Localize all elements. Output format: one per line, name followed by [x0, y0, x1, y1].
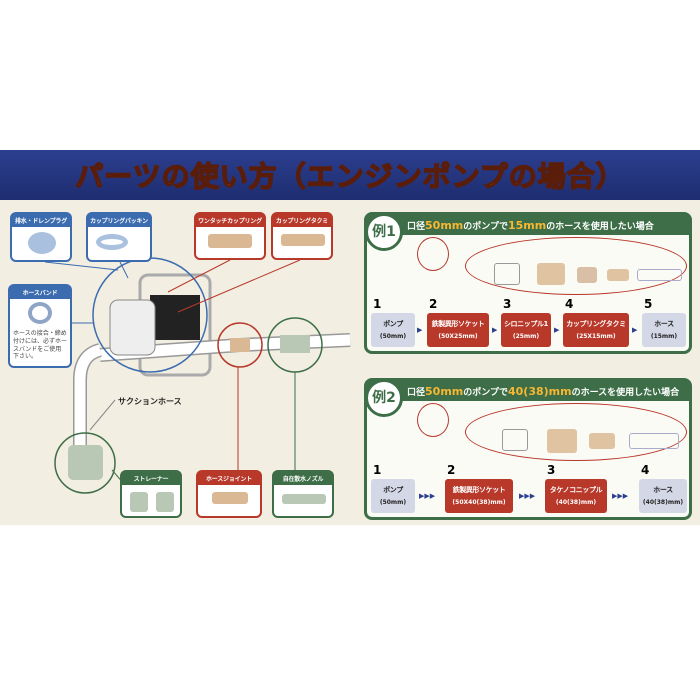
- part-one-touch-coupling: ワンタッチカップリング: [194, 212, 266, 260]
- pump-thread-icon: [502, 429, 528, 451]
- nozzle-icon: [282, 494, 326, 504]
- strainer-icon: [156, 492, 174, 512]
- takumi-icon: [607, 269, 629, 281]
- step-takenoko-nipple: タケノコニップル(40(38)mm): [545, 479, 607, 513]
- arrows-icon: ▶▶▶: [419, 492, 436, 500]
- hose-icon: [637, 269, 682, 281]
- part-hose-band: ホースバンドホースの接合・締め付けには、必ずホースバンドをご使用下さい。: [8, 284, 72, 368]
- parts-sequence-oval: [465, 403, 687, 461]
- suction-hose-label: サクションホース: [118, 397, 182, 406]
- arrow-icon: ▶: [417, 326, 423, 334]
- socket-icon: [537, 263, 565, 285]
- hose-band-icon: [28, 302, 52, 324]
- part-nozzle: 自在散水ノズル: [272, 470, 334, 518]
- hose-icon: [629, 433, 679, 449]
- step-nipple: シロニップル1(25mm): [501, 313, 551, 347]
- part-strainer: ストレーナー: [120, 470, 182, 518]
- example-2-heading: 口径50mmのポンプで40(38)mmのホースを使用したい場合: [367, 381, 689, 401]
- takenoko-nipple-icon: [589, 433, 615, 449]
- packing-ring-icon: [96, 234, 128, 250]
- coupling-icon: [208, 234, 252, 248]
- parts-sequence-oval: [465, 237, 687, 295]
- title-banner: パーツの使い方（エンジンポンプの場合）: [0, 150, 700, 200]
- pump-diagram: [44, 257, 351, 494]
- example-2-panel: 口径50mmのポンプで40(38)mmのホースを使用したい場合 例2 1 ポンプ…: [364, 378, 692, 520]
- example-1-heading: 口径50mmのポンプで15mmのホースを使用したい場合: [367, 215, 689, 235]
- step-pump: ポンプ(50mm): [371, 479, 415, 513]
- example-1-badge: 例1: [365, 213, 403, 251]
- pump-outlet-highlight: [417, 237, 449, 271]
- example-1-panel: 口径50mmのポンプで15mmのホースを使用したい場合 例1 1 ポンプ(50m…: [364, 212, 692, 354]
- step-hose: ホース(40(38)mm): [639, 479, 687, 513]
- part-coupling-takumi: カップリングタクミ: [271, 212, 333, 260]
- step-socket: 鉄製異形ソケット(50X25mm): [427, 313, 489, 347]
- nipple-icon: [577, 267, 597, 283]
- arrow-icon: ▶: [632, 326, 638, 334]
- part-drain-plug: 排水・ドレンプラグ: [10, 212, 72, 262]
- step-pump: ポンプ(50mm): [371, 313, 415, 347]
- step-hose: ホース(15mm): [642, 313, 686, 347]
- drain-plug-icon: [28, 232, 56, 254]
- pump-thread-icon: [494, 263, 520, 285]
- socket-icon: [547, 429, 577, 453]
- coupling-takumi-icon: [281, 234, 325, 246]
- step-takumi: カップリングタクミ(25X15mm): [563, 313, 629, 347]
- arrow-icon: ▶: [554, 326, 560, 334]
- step-socket: 鉄製異形ソケット(50X40(38)mm): [445, 479, 513, 513]
- arrow-icon: ▶: [492, 326, 498, 334]
- arrows-icon: ▶▶▶: [519, 492, 536, 500]
- example-2-badge: 例2: [365, 379, 403, 417]
- page-title: パーツの使い方（エンジンポンプの場合）: [74, 159, 625, 194]
- part-hose-joint: ホースジョイント: [196, 470, 262, 518]
- arrows-icon: ▶▶▶: [612, 492, 629, 500]
- part-coupling-packing: カップリングパッキン: [86, 212, 152, 262]
- hose-joint-icon: [212, 492, 248, 504]
- strainer-icon: [130, 492, 148, 512]
- pump-outlet-highlight: [417, 403, 449, 437]
